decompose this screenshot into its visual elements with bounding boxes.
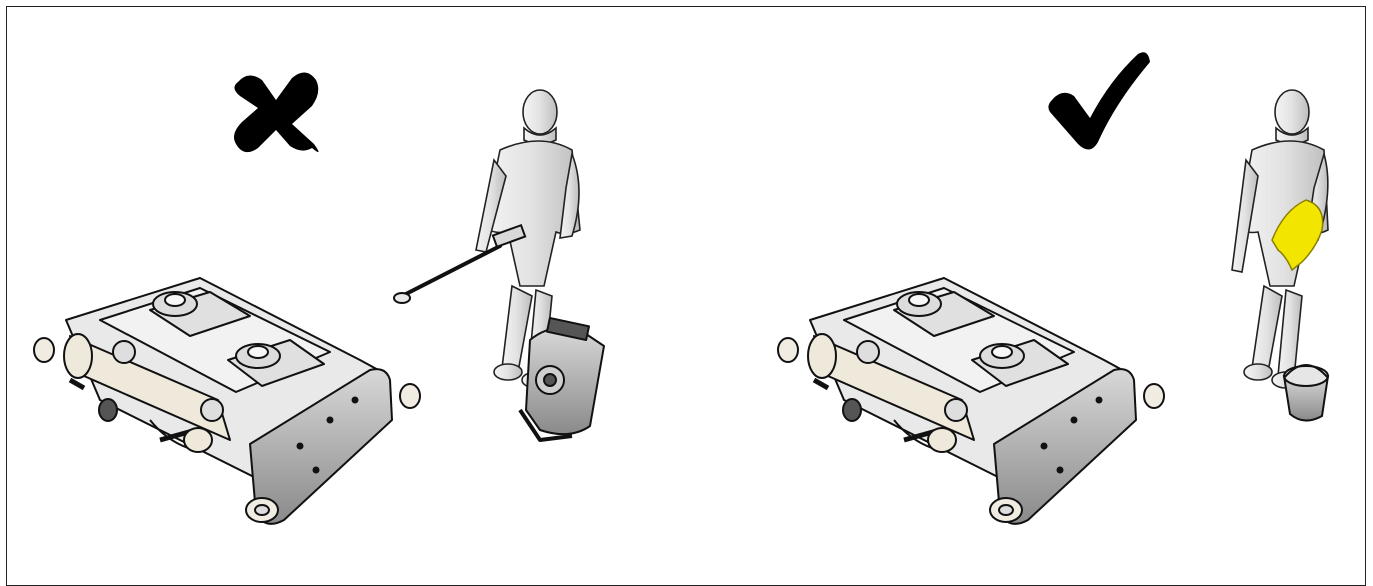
panel-correct	[686, 0, 1372, 573]
cross-icon	[234, 72, 319, 152]
checkmark-icon	[1048, 52, 1150, 149]
pressure-washer-lance	[394, 225, 525, 303]
machine-unit	[34, 278, 420, 524]
panel-incorrect	[0, 0, 686, 573]
machine-unit	[778, 278, 1164, 524]
bucket-icon	[1284, 365, 1328, 421]
